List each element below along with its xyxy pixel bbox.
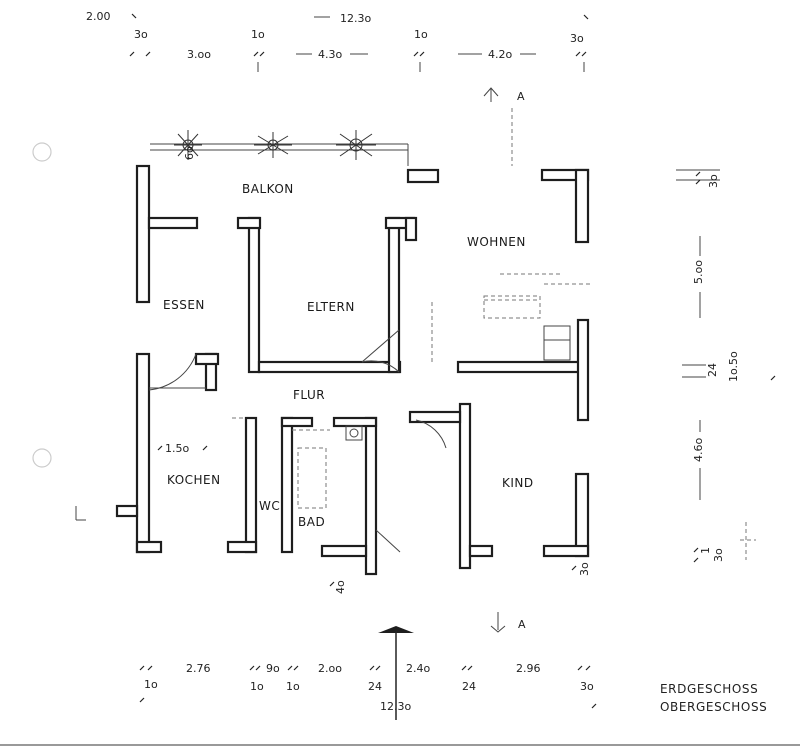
section-mark-bottom: A [490,612,526,633]
section-label-top: A [517,90,525,103]
dim-right-1050: 1o.5o [727,351,740,382]
room-labels: BALKON WOHNEN ESSEN ELTERN FLUR KOCHEN W… [163,182,534,529]
entrance-arrow-icon [378,626,414,720]
dim-top-200: 2.00 [86,10,111,23]
dim-top-300: 3.oo [187,48,211,61]
dim-top-420: 4.2o [488,48,512,61]
room-label-eltern: ELTERN [307,300,355,314]
room-label-kind: KIND [502,476,534,490]
washbasin-icon [345,425,363,441]
dim-bottom-200: 2.oo [318,662,342,675]
dim-bottom-24-a: 24 [368,680,382,693]
caption-obergeschoss: OBERGESCHOSS [660,700,767,714]
dim-right-30-lower: 3o [712,548,725,562]
plan-caption: ERDGESCHOSS OBERGESCHOSS [660,682,767,714]
wall-eltern-south [257,360,402,374]
walls [115,164,590,576]
dim-bottom-30: 3o [580,680,594,693]
dim-lower-right-30: 3o [578,562,591,576]
bottom-dimension-chain: 2.76 9o 2.oo 2.4o 2.96 1o 1o 1o 24 24 3o… [139,662,597,713]
dim-bottom-10-a: 1o [144,678,158,691]
dim-top-10-b: 1o [414,28,428,41]
dim-top-430: 4.3o [318,48,342,61]
room-label-bad: BAD [298,515,325,529]
section-mark-top: A [483,87,525,166]
room-label-kochen: KOCHEN [167,473,221,487]
dim-top-30-right: 3o [570,32,584,45]
wall-essen-stub [147,216,199,230]
dim-right-500: 5.oo [692,260,705,284]
dim-bottom-total: 12.3o [380,700,411,713]
dim-top-total: 12.3o [340,12,371,25]
right-dimension-chain: 3o 5.oo 24 1o.5o 4.6o 1 3o [676,169,776,563]
top-dimension-chain: 2.00 12.3o 3o 1o 1o 3o 3.oo 4.3o 4.2o [86,10,589,72]
wall-west-upper [135,164,151,304]
dim-right-30: 3o [707,174,720,188]
dim-window-60: 6o [183,146,196,160]
kitchen-width-dimension: 1.5o [157,442,208,455]
room-label-wc: WC [259,499,280,513]
caption-erdgeschoss: ERDGESCHOSS [660,682,758,696]
wall-west-lower [135,352,151,554]
dim-bottom-276: 2.76 [186,662,211,675]
dim-bottom-24-b: 24 [462,680,476,693]
room-label-flur: FLUR [293,388,325,402]
dim-top-10-a: 1o [251,28,265,41]
balcony-railing: 6o [150,130,409,166]
room-label-essen: ESSEN [163,298,205,312]
dim-top-30-left: 3o [134,28,148,41]
door-swings [148,273,590,553]
dim-kitchen-150: 1.5o [165,442,189,455]
wall-wohnen-south [456,360,588,374]
dim-bottom-296: 2.96 [516,662,541,675]
dim-lower-40: 4o [334,580,347,594]
dim-bottom-10-b: 1o [250,680,264,693]
dim-bottom-90: 9o [266,662,280,675]
dim-right-460: 4.6o [692,438,705,462]
binder-hole-top [32,142,52,162]
section-label-bottom: A [518,618,526,631]
room-label-balkon: BALKON [242,182,294,196]
room-label-wohnen: WOHNEN [467,235,526,249]
dim-bottom-10-c: 1o [286,680,300,693]
dim-right-1: 1 [699,547,712,554]
dim-bottom-240: 2.4o [406,662,430,675]
dim-right-24: 24 [706,363,719,377]
binder-hole-bottom [32,448,52,468]
